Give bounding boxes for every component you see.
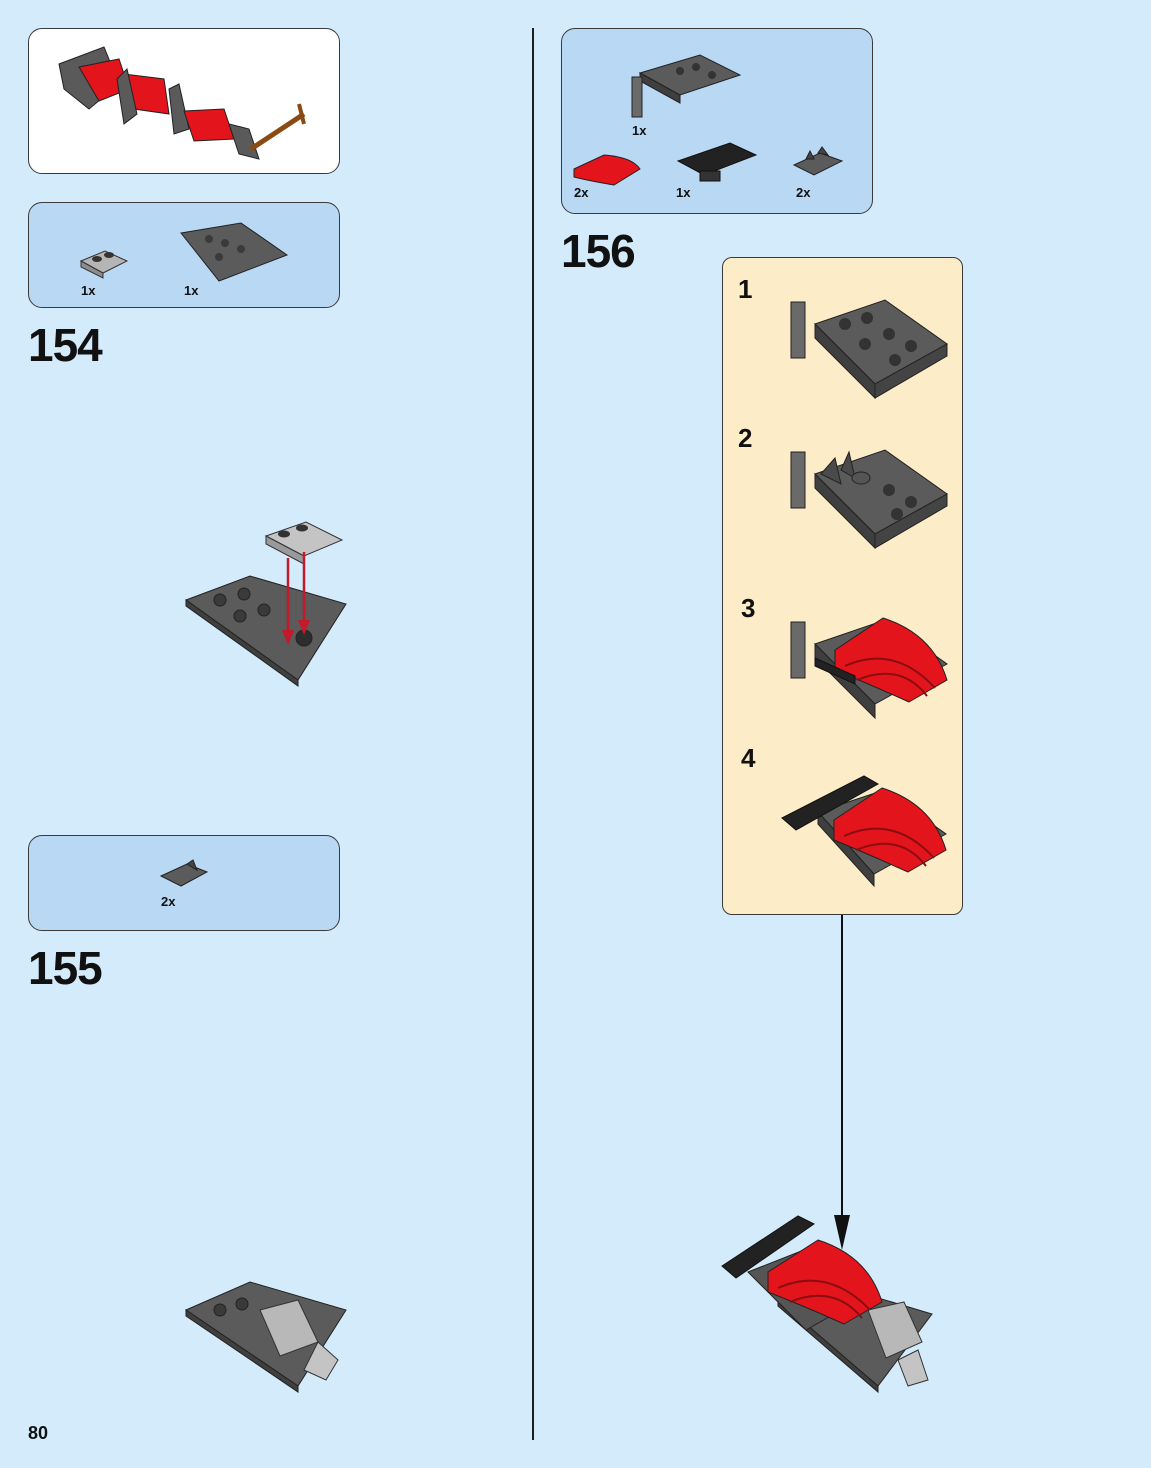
step-154-illustration: [184, 521, 347, 687]
substep-number: 4: [741, 743, 756, 773]
light-gray-clip-plate-icon: [79, 250, 129, 279]
substep-number: 3: [741, 593, 756, 623]
dark-gray-clip-plate-icon: [159, 859, 209, 887]
connector-arrow: [834, 915, 850, 1250]
step-number: 154: [28, 319, 103, 371]
step-156-subassembly-panel: 1 2 3 4: [722, 257, 963, 915]
black-hinge-tile-icon: [676, 142, 758, 182]
page-number: 80: [28, 1423, 49, 1443]
dragon-tail-assembly-illustration: [58, 46, 306, 160]
part-quantity: 1x: [676, 185, 691, 200]
step-156-illustration: [721, 1215, 933, 1394]
substep-4-illustration: [781, 775, 947, 888]
substep-number: 2: [738, 423, 753, 453]
part-quantity: 2x: [161, 894, 176, 909]
part-quantity: 2x: [574, 185, 589, 200]
part-quantity: 1x: [81, 283, 96, 298]
step-155-parts-panel: 2x: [28, 835, 340, 931]
model-preview-panel: [28, 28, 340, 174]
part-quantity: 1x: [632, 123, 647, 138]
column-divider: [532, 28, 534, 1440]
substep-3-illustration: [790, 617, 948, 720]
step-155-illustration: [184, 1281, 347, 1393]
red-curved-slope-icon: [573, 154, 641, 186]
step-154-parts-panel: 1x 1x: [28, 202, 340, 308]
dark-gray-hinge-plate-icon: [631, 54, 742, 118]
step-number: 156: [561, 225, 636, 277]
dark-gray-wedge-plate-icon: [180, 222, 289, 282]
substep-2-illustration: [790, 449, 948, 550]
dark-gray-clip-plate-icon: [792, 146, 844, 176]
part-quantity: 1x: [184, 283, 199, 298]
substep-number: 1: [738, 274, 753, 304]
part-quantity: 2x: [796, 185, 811, 200]
step-number: 155: [28, 942, 103, 994]
substep-1-illustration: [790, 299, 948, 400]
step-156-parts-panel: 1x 2x 1x 2x: [561, 28, 873, 214]
